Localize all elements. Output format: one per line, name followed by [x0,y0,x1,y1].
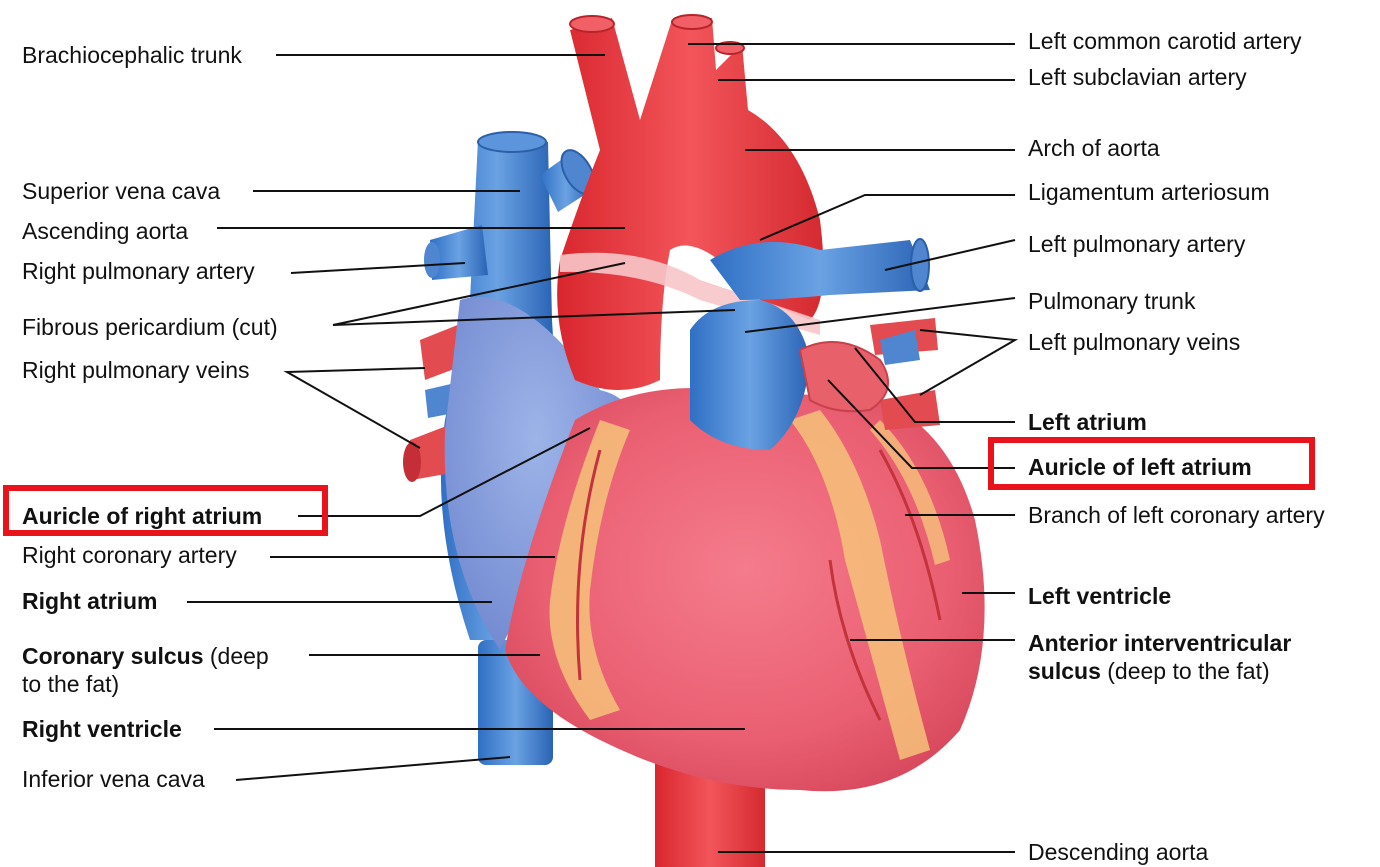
label-right-ventricle: Right ventricle [22,715,182,743]
label-left-pulmonary-veins: Left pulmonary veins [1028,328,1240,356]
label-branch-left-coronary: Branch of left coronary artery [1028,501,1325,529]
label-coronary-sulcus-line2: to the fat) [22,671,119,697]
label-auricle-left-atrium-text: Auricle of left atrium [1028,454,1252,480]
label-auricle-right-atrium-text: Auricle of right atrium [22,503,262,529]
label-anterior-interventricular-bold2: sulcus [1028,658,1101,684]
label-right-ventricle-text: Right ventricle [22,716,182,742]
label-arch-of-aorta: Arch of aorta [1028,134,1160,162]
label-coronary-sulcus: Coronary sulcus (deep to the fat) [22,642,269,698]
label-left-ventricle-text: Left ventricle [1028,583,1171,609]
label-right-coronary-artery: Right coronary artery [22,541,237,569]
label-left-subclavian: Left subclavian artery [1028,63,1247,91]
label-left-pulmonary-artery: Left pulmonary artery [1028,230,1245,258]
label-brachiocephalic-trunk: Brachiocephalic trunk [22,41,242,69]
label-auricle-right-atrium: Auricle of right atrium [22,502,262,530]
label-superior-vena-cava: Superior vena cava [22,177,220,205]
label-anterior-interventricular-bold: Anterior interventricular [1028,630,1291,656]
label-right-atrium: Right atrium [22,587,157,615]
label-pulmonary-trunk: Pulmonary trunk [1028,287,1195,315]
label-inferior-vena-cava: Inferior vena cava [22,765,205,793]
label-coronary-sulcus-rest: (deep [204,643,269,669]
label-auricle-left-atrium: Auricle of left atrium [1028,453,1252,481]
label-right-pulmonary-artery: Right pulmonary artery [22,257,255,285]
label-coronary-sulcus-bold: Coronary sulcus [22,643,204,669]
label-ascending-aorta: Ascending aorta [22,217,188,245]
label-anterior-interventricular-rest: (deep to the fat) [1101,658,1270,684]
svc-opening [478,132,546,152]
label-right-atrium-text: Right atrium [22,588,157,614]
label-left-atrium-text: Left atrium [1028,409,1147,435]
label-left-common-carotid: Left common carotid artery [1028,27,1302,55]
label-descending-aorta: Descending aorta [1028,838,1208,866]
label-right-pulmonary-veins: Right pulmonary veins [22,356,250,384]
label-ligamentum-arteriosum: Ligamentum arteriosum [1028,178,1270,206]
label-left-ventricle: Left ventricle [1028,582,1171,610]
label-fibrous-pericardium: Fibrous pericardium (cut) [22,313,278,341]
label-left-atrium: Left atrium [1028,408,1147,436]
